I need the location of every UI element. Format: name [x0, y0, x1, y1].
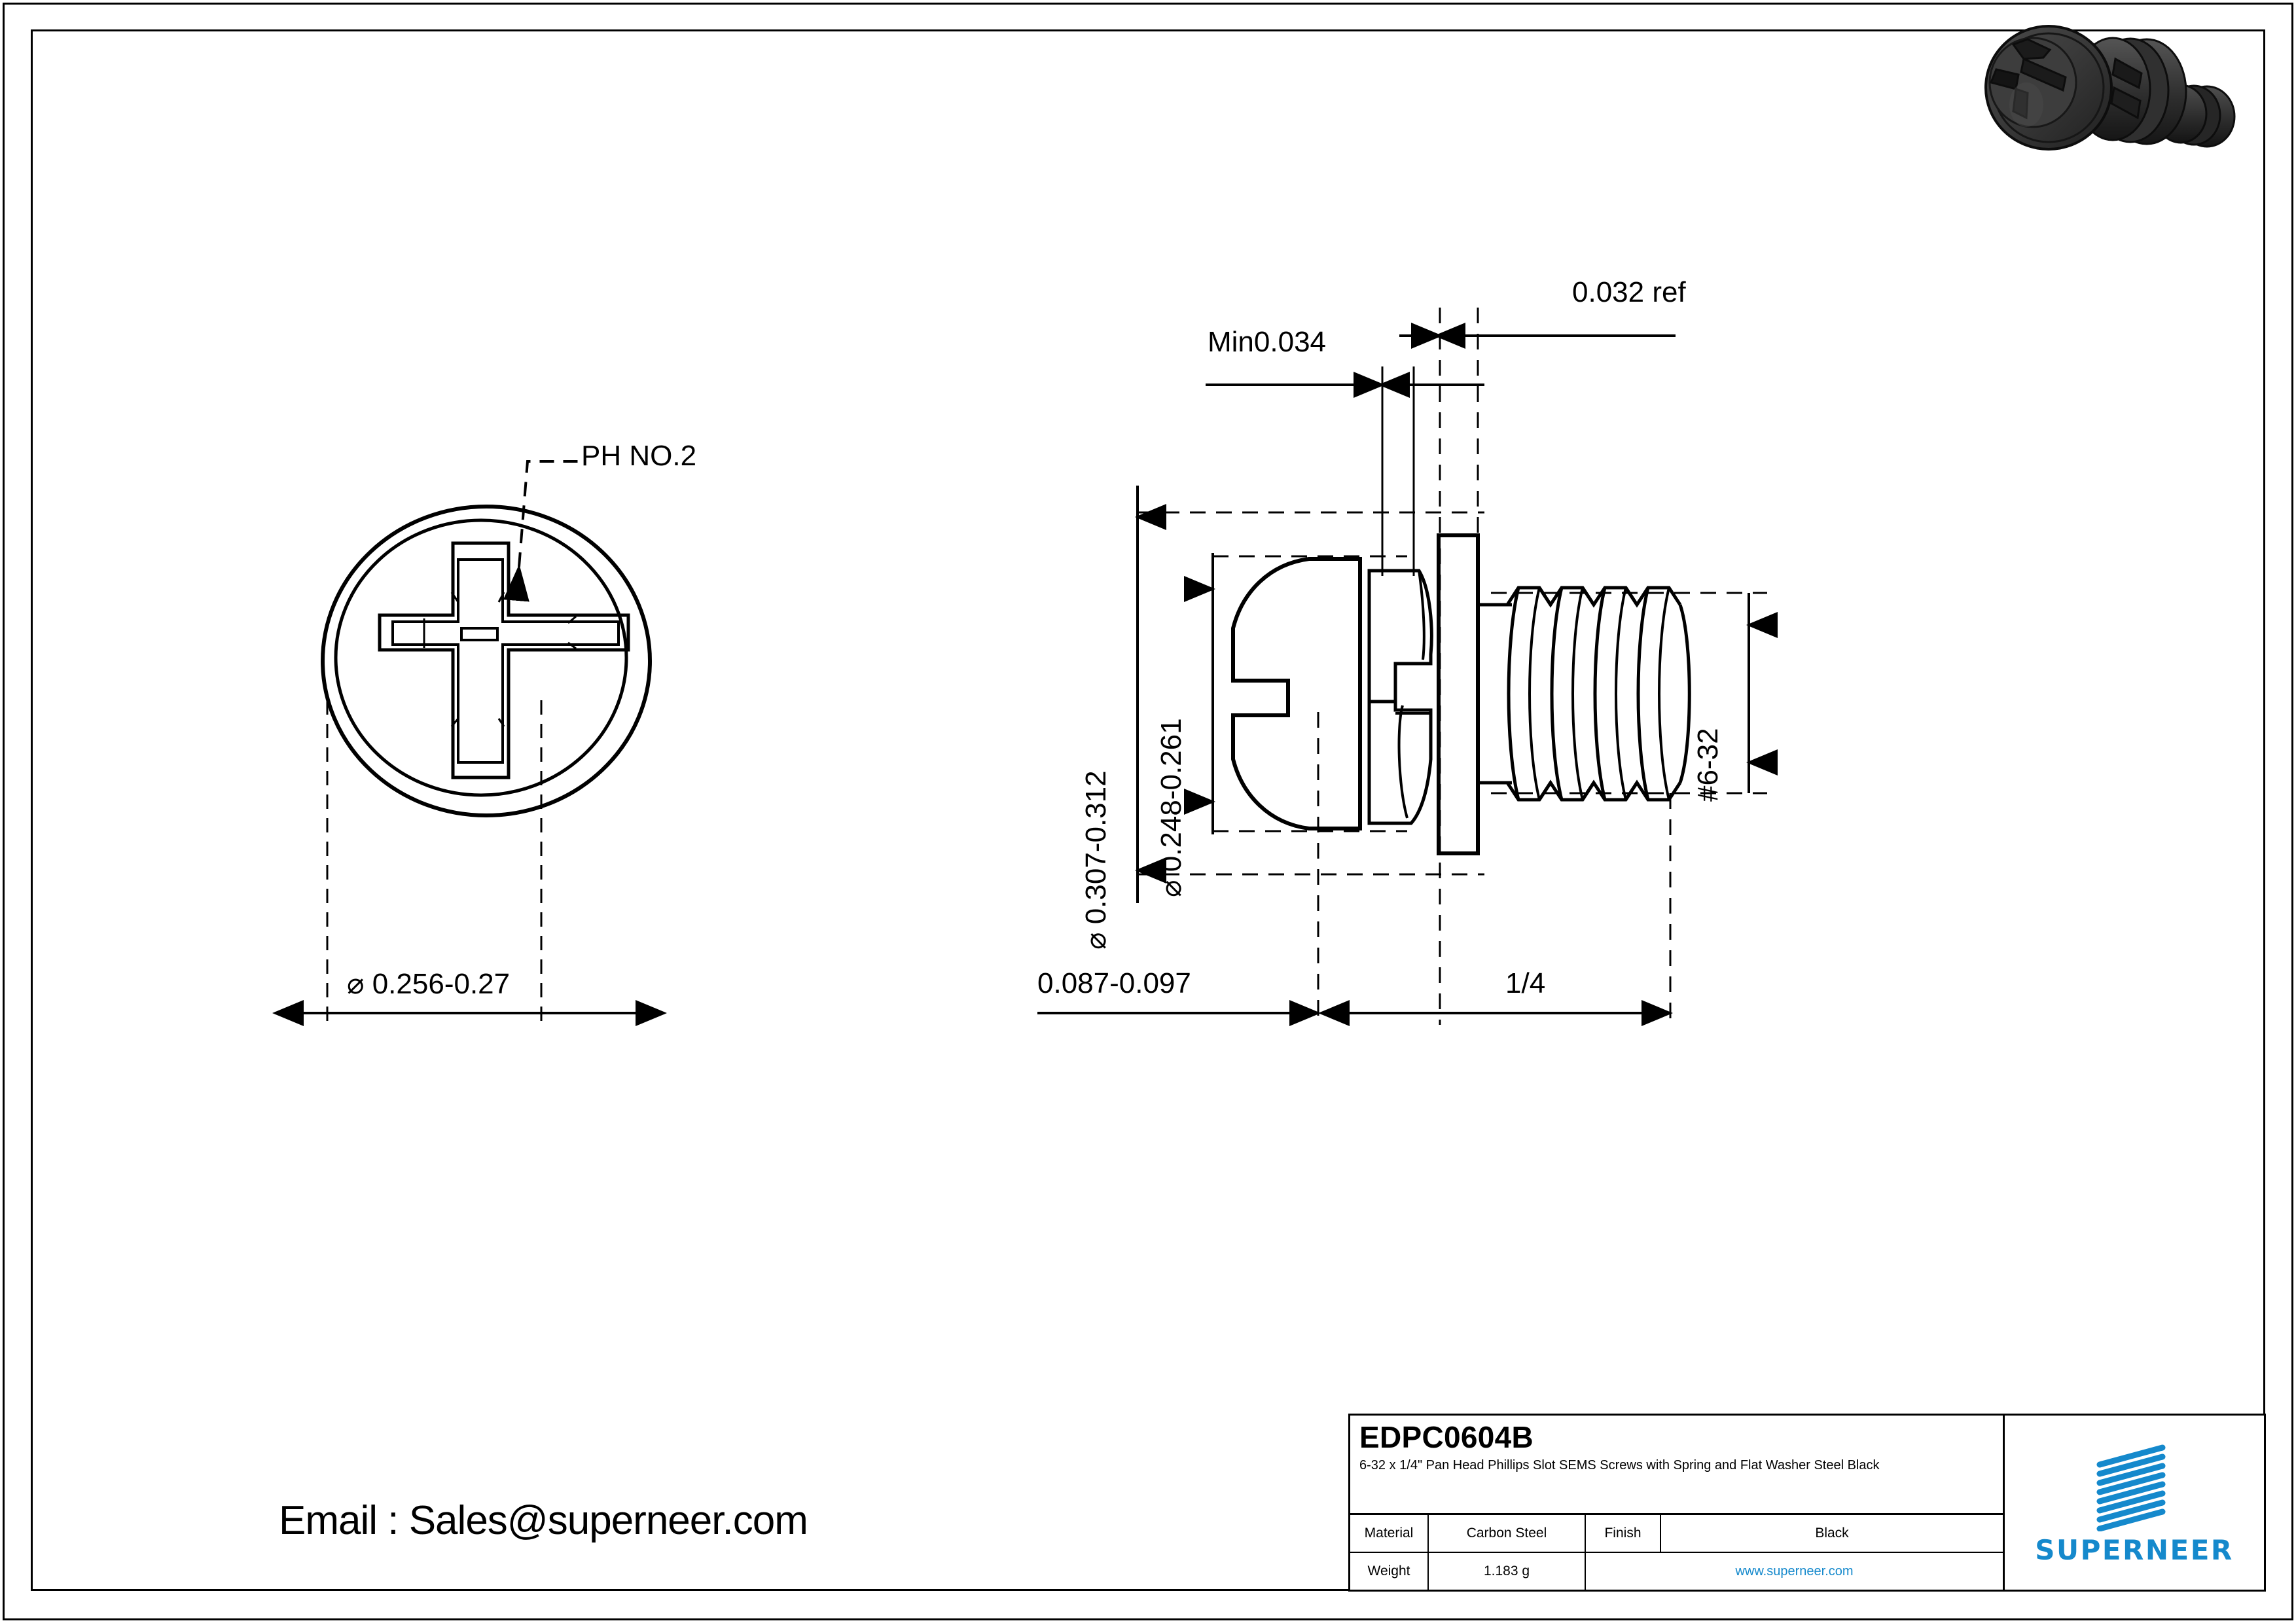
head-height-label: 0.087-0.097	[1037, 967, 1191, 999]
weight-label: Weight	[1350, 1553, 1429, 1590]
side-view-extension-lines	[1138, 308, 1767, 1025]
website-link[interactable]: www.superneer.com	[1735, 1563, 1854, 1578]
thread-spec-label: #6-32	[1692, 728, 1724, 802]
flat-washer-od-label: ⌀ 0.307-0.312	[1080, 770, 1112, 950]
side-view-solid-extensions	[1381, 366, 1415, 576]
website-cell[interactable]: www.superneer.com	[1586, 1553, 2003, 1590]
part-description: 6-32 x 1/4" Pan Head Phillips Slot SEMS …	[1359, 1457, 1880, 1472]
drawing-frame	[31, 29, 2265, 1591]
material-label: Material	[1350, 1515, 1429, 1552]
material-row: Material Carbon Steel Finish Black	[1350, 1515, 2003, 1553]
title-block-info: EDPC0604B 6-32 x 1/4" Pan Head Phillips …	[1350, 1416, 2005, 1590]
title-block: EDPC0604B 6-32 x 1/4" Pan Head Phillips …	[1348, 1414, 2266, 1592]
material-value: Carbon Steel	[1429, 1515, 1586, 1552]
flat-washer-thickness-label: 0.032 ref	[1572, 276, 1686, 308]
superneer-logo-icon	[2096, 1444, 2166, 1531]
email-line: Email : Sales@superneer.com	[279, 1498, 808, 1543]
finish-value: Black	[1815, 1525, 1849, 1541]
ph-no2-label: PH NO.2	[581, 440, 697, 472]
brand-wordmark: SUPERNEER	[2035, 1533, 2234, 1566]
weight-value: 1.183 g	[1429, 1553, 1586, 1590]
front-view-screw-head	[321, 505, 652, 817]
render-pan-head	[1984, 25, 2113, 151]
part-description-cell: EDPC0604B 6-32 x 1/4" Pan Head Phillips …	[1350, 1416, 2003, 1515]
screw-3d-render	[1984, 25, 2236, 151]
spring-washer-min-label: Min0.034	[1208, 326, 1327, 358]
front-view-dimension-lines	[272, 700, 667, 1026]
weight-row: Weight 1.183 g www.superneer.com	[1350, 1553, 2003, 1590]
thread-length-label: 1/4	[1505, 967, 1546, 999]
ph-no2-leader	[503, 460, 579, 602]
finish-label: Finish	[1586, 1515, 1661, 1552]
part-number: EDPC0604B	[1359, 1420, 1534, 1454]
brand-panel: SUPERNEER	[2005, 1416, 2264, 1590]
page-outer-border	[3, 3, 2293, 1620]
render-phillips-cross	[1989, 38, 2067, 120]
side-view-screw-assembly	[1231, 533, 1691, 855]
front-head-diameter-label: ⌀ 0.256-0.27	[347, 968, 511, 1000]
side-head-diameter-label: ⌀ 0.248-0.261	[1155, 718, 1187, 897]
